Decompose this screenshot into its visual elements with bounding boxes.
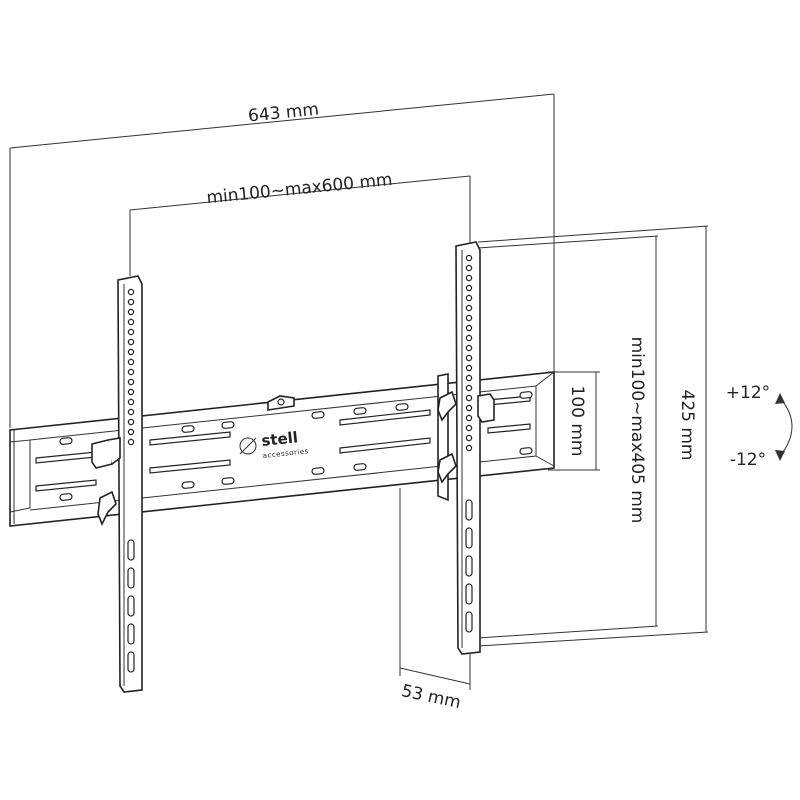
mounting-hole	[465, 404, 473, 412]
wall-plate	[9, 371, 555, 527]
mounting-hole	[465, 314, 473, 322]
total-width-label: 643 mm	[247, 100, 320, 127]
vesa-horizontal-label: min100~max600 mm	[206, 170, 394, 208]
dimension-total-height: 425 mm	[477, 225, 709, 647]
left-arm-holes	[127, 288, 135, 446]
total-height-label: 425 mm	[677, 390, 697, 461]
vesa-vertical-label: min100~max405 mm	[627, 337, 647, 524]
mounting-hole	[127, 308, 135, 316]
mounting-hole	[465, 254, 473, 262]
mounting-hole	[127, 388, 135, 396]
arm-slot	[127, 567, 135, 589]
depth-label: 53 mm	[400, 681, 463, 713]
right-wing-nut-upper	[437, 390, 457, 422]
arm-slot	[127, 651, 135, 673]
mounting-hole	[127, 418, 135, 426]
mounting-hole	[127, 408, 135, 416]
right-arm	[437, 241, 495, 655]
arm-slot	[127, 623, 135, 645]
mounting-hole	[127, 318, 135, 326]
mounting-hole	[465, 274, 473, 282]
mounting-hole	[127, 438, 135, 446]
mounting-hole	[465, 324, 473, 332]
mounting-hole	[465, 444, 473, 452]
arm-slot	[465, 583, 473, 605]
mounting-hole	[465, 304, 473, 312]
dimension-plate-height: 100 mm	[548, 371, 600, 471]
arm-slot	[465, 527, 473, 549]
right-tilt-knob	[477, 393, 495, 423]
brand-name: stell	[261, 428, 299, 450]
mounting-hole	[127, 298, 135, 306]
mounting-hole	[127, 358, 135, 366]
mounting-hole	[465, 424, 473, 432]
tilt-arc-icon	[779, 397, 793, 457]
mounting-hole	[127, 348, 135, 356]
dimension-vesa-horizontal: min100~max600 mm	[129, 170, 471, 276]
mounting-hole	[127, 368, 135, 376]
tilt-down-label: -12°	[730, 450, 766, 470]
mounting-hole	[127, 328, 135, 336]
right-wing-nut-lower	[437, 452, 457, 484]
arm-slot	[465, 611, 473, 633]
mounting-hole	[465, 294, 473, 302]
left-arm-slots	[127, 539, 135, 673]
tilt-arrow-up-icon	[775, 393, 785, 404]
mounting-hole	[465, 344, 473, 352]
mounting-hole	[465, 384, 473, 392]
mounting-hole	[465, 374, 473, 382]
arm-slot	[465, 499, 473, 521]
dimension-vesa-vertical: min100~max405 mm	[477, 235, 659, 639]
tilt-up-label: +12°	[726, 383, 770, 403]
mounting-hole	[465, 264, 473, 272]
brand-logo-icon	[239, 437, 257, 455]
mounting-hole	[465, 334, 473, 342]
mounting-hole	[127, 428, 135, 436]
right-arm-holes	[465, 254, 473, 452]
left-arm	[91, 275, 143, 693]
mounting-hole	[465, 354, 473, 362]
mounting-hole	[465, 364, 473, 372]
arm-slot	[127, 539, 135, 561]
plate-height-label: 100 mm	[567, 386, 587, 457]
mounting-hole	[127, 378, 135, 386]
left-wing-nut	[97, 490, 117, 526]
mounting-hole	[465, 434, 473, 442]
mounting-hole	[127, 398, 135, 406]
mounting-hole	[465, 284, 473, 292]
tilt-indicator: +12° -12°	[726, 383, 793, 470]
arm-slot	[127, 595, 135, 617]
mounting-hole	[465, 414, 473, 422]
arm-slot	[465, 555, 473, 577]
tilt-arrow-down-icon	[775, 450, 785, 461]
mounting-hole	[127, 338, 135, 346]
right-arm-slots	[465, 499, 473, 633]
mounting-hole	[465, 394, 473, 402]
mounting-hole	[127, 288, 135, 296]
